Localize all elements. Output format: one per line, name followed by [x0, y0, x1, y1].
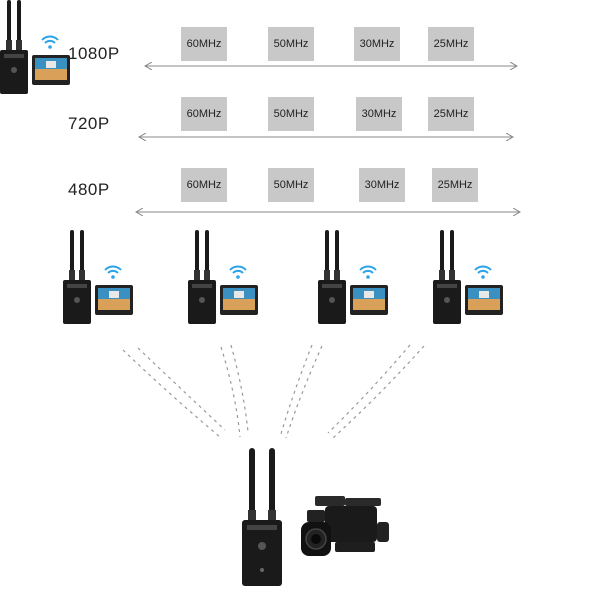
transmitter-unit	[242, 448, 282, 586]
band-box: 30MHz	[359, 168, 405, 202]
band-box: 25MHz	[428, 27, 474, 61]
wifi-icon	[41, 35, 59, 49]
band-box: 30MHz	[354, 27, 400, 61]
band-box: 30MHz	[356, 97, 402, 131]
band-box: 60MHz	[181, 168, 227, 202]
monitor-icon	[32, 55, 70, 85]
row-label-480p: 480P	[68, 180, 110, 199]
band-box: 50MHz	[268, 27, 314, 61]
band-box: 50MHz	[268, 97, 314, 131]
camcorder-icon	[301, 496, 389, 556]
band-box: 50MHz	[268, 168, 314, 202]
band-box: 60MHz	[181, 97, 227, 131]
band-box: 25MHz	[432, 168, 478, 202]
row-label-720p: 720P	[68, 114, 110, 133]
signal-waves	[122, 344, 425, 439]
band-box: 60MHz	[181, 27, 227, 61]
row-label-1080p: 1080P	[68, 44, 120, 63]
receiver-unit	[0, 0, 70, 94]
band-box: 25MHz	[428, 97, 474, 131]
